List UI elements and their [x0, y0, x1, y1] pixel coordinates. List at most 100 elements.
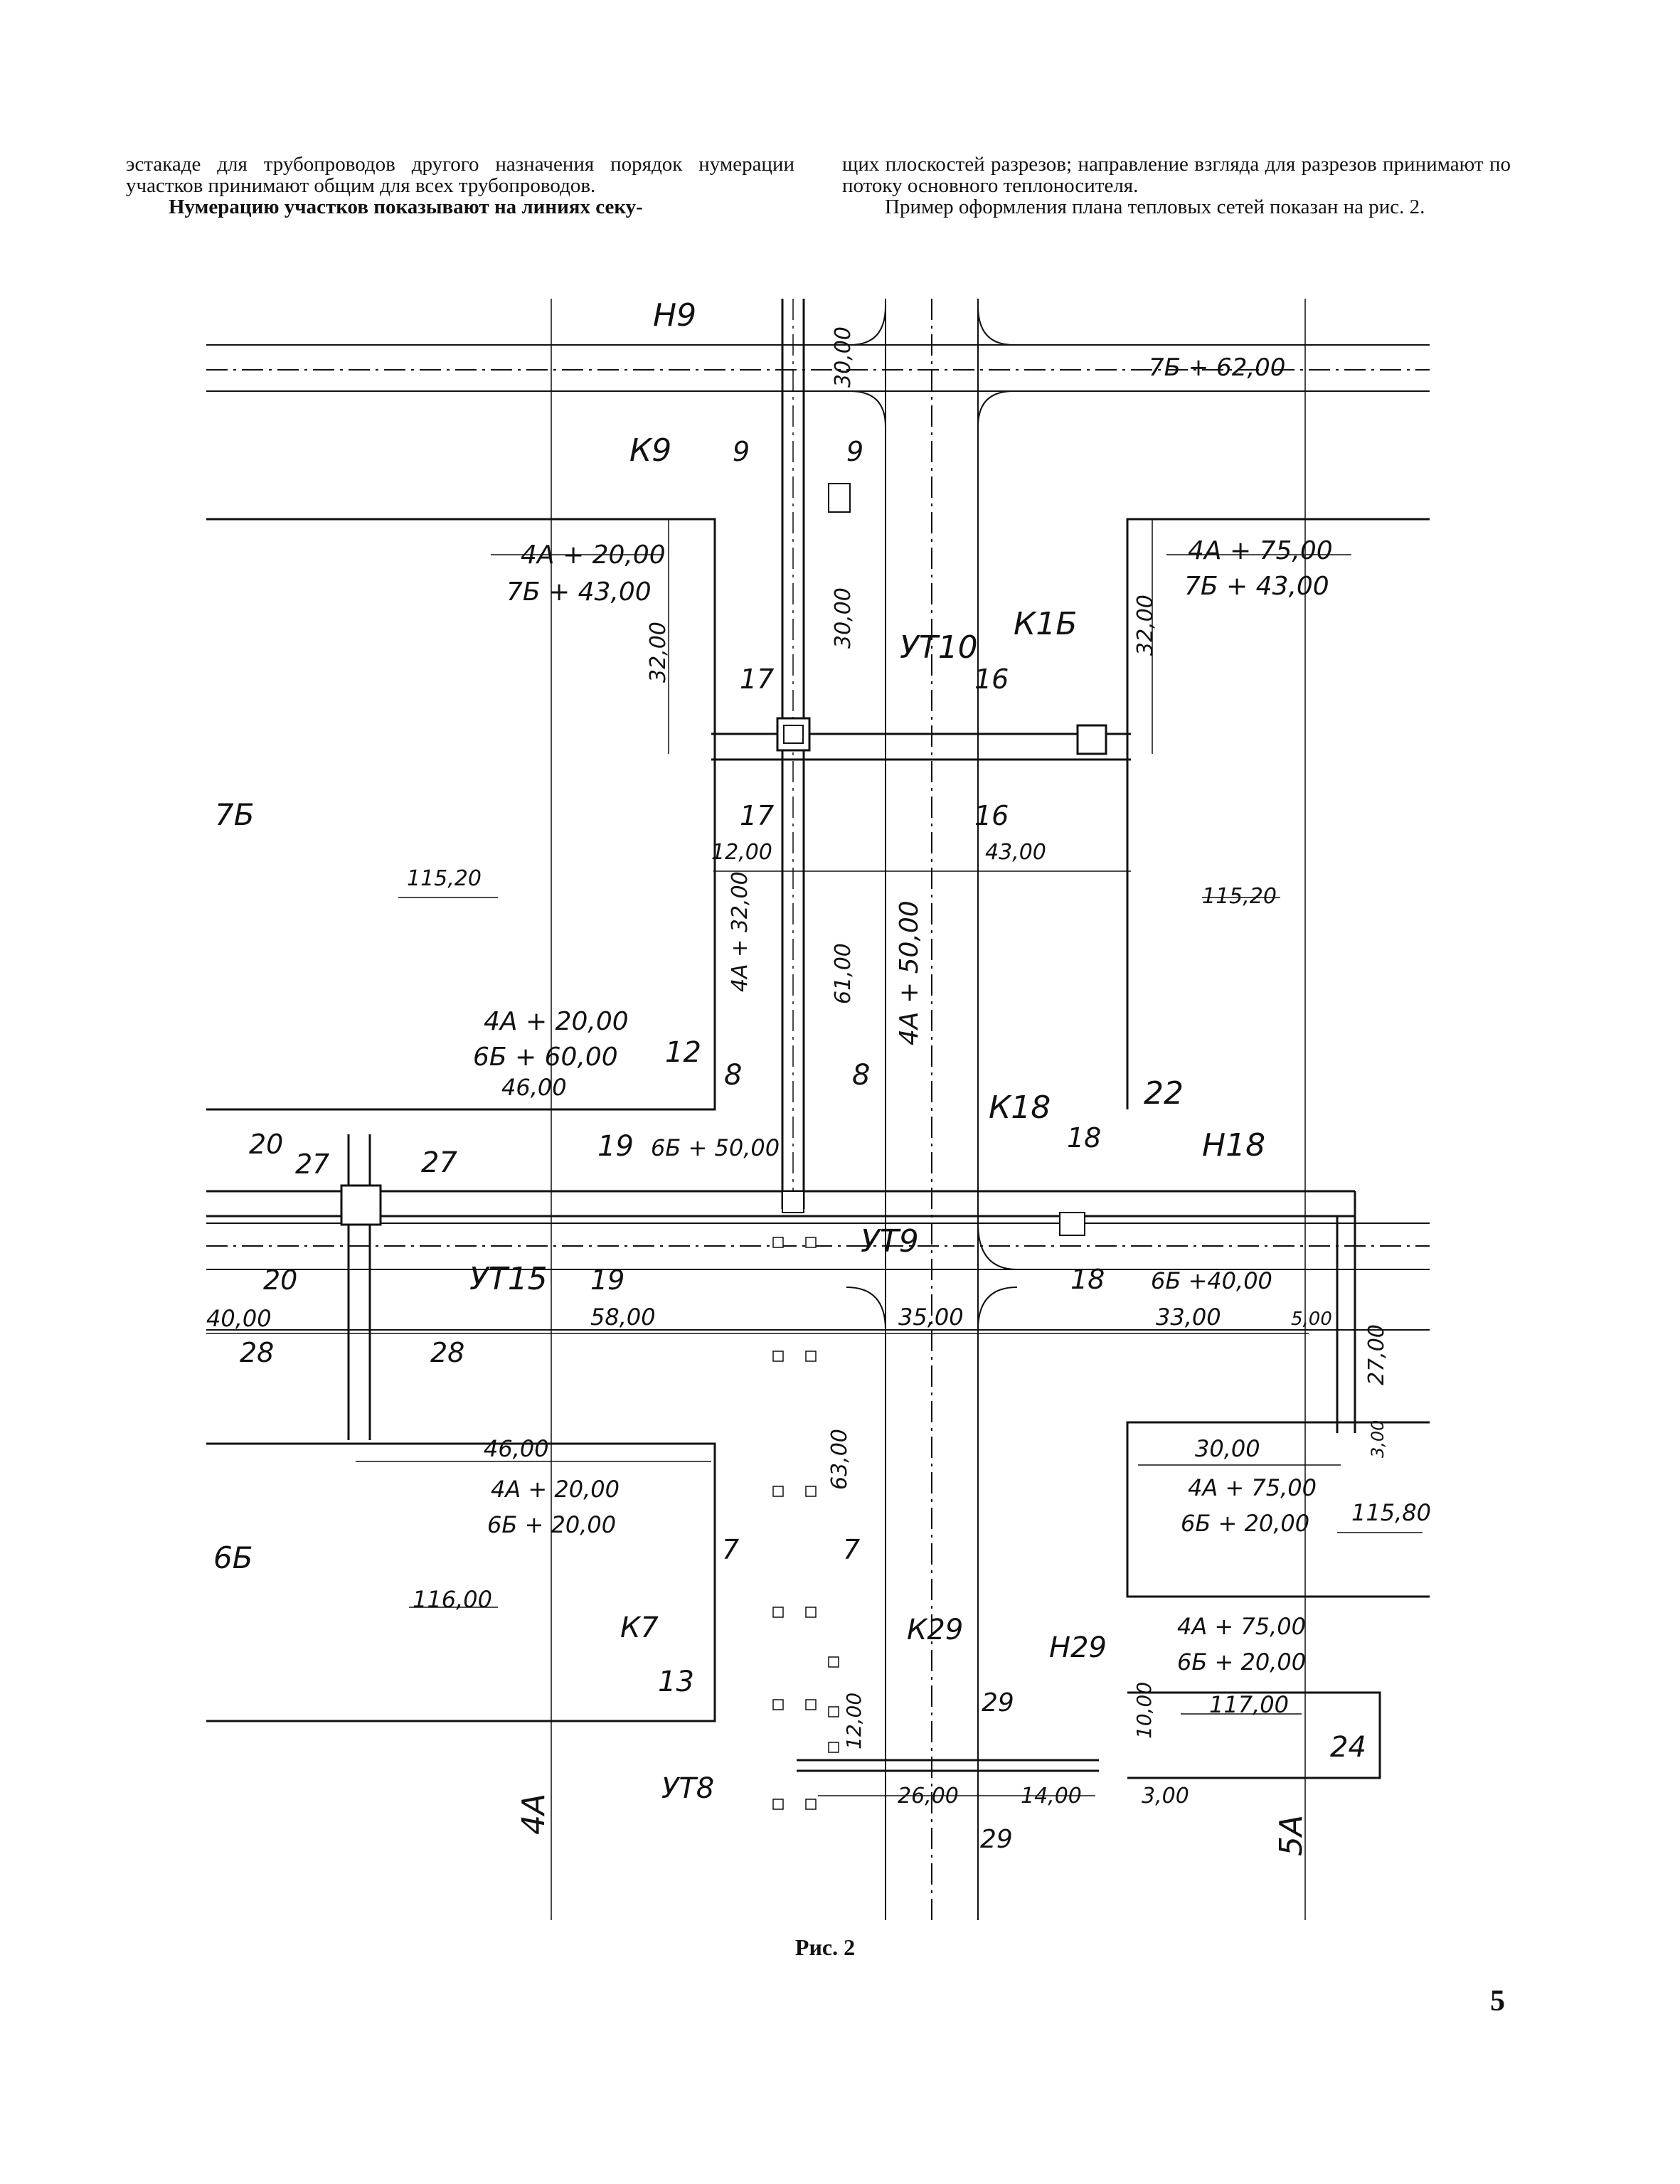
chamber-k18 [1059, 1212, 1085, 1236]
drawing-label: 33,00 [1156, 1304, 1221, 1331]
drawing-label: 20 [249, 1129, 283, 1160]
drawing-label: 27,00 [1364, 1324, 1389, 1385]
drawing-label: 115,20 [407, 866, 482, 891]
road-curve [977, 305, 1014, 346]
support [828, 1742, 839, 1753]
drawing-label: 18 [1067, 1122, 1101, 1154]
drawing-label: 30,00 [1195, 1435, 1260, 1462]
drawing-label: 40,00 [206, 1305, 272, 1332]
drawing-label: 8 [724, 1059, 742, 1092]
drawing-label: 63,00 [827, 1429, 852, 1490]
road-curve [977, 390, 1014, 427]
drawing-label: 28 [240, 1337, 274, 1368]
drawing-label: 4А [516, 1794, 552, 1835]
drawing-label: Н29 [1049, 1631, 1107, 1664]
road-curve [846, 1287, 886, 1331]
drawing-label: 16 [974, 664, 1009, 695]
drawing-label: 6Б + 20,00 [1177, 1648, 1306, 1676]
drawing-label: 43,00 [985, 840, 1046, 865]
drawing-label: 7Б [215, 797, 255, 832]
support [772, 1799, 784, 1810]
support [772, 1237, 784, 1248]
support [805, 1237, 817, 1248]
drawing-label: 4А + 75,00 [1177, 1613, 1306, 1640]
drawing-label: 32,00 [646, 622, 671, 683]
drawing-label: К29 [907, 1614, 963, 1646]
text-column-right: щих плоскостей разрезов; направление взг… [842, 154, 1511, 218]
support [805, 1351, 817, 1362]
drawing-label: 35,00 [898, 1304, 964, 1331]
drawing-label: 18 [1070, 1264, 1105, 1295]
drawing-label: 5А [1273, 1815, 1309, 1856]
drawing-label: 17 [740, 800, 774, 831]
support [772, 1607, 784, 1618]
drawing-label: 10,00 [1132, 1682, 1156, 1739]
drawing-label: 6Б + 60,00 [473, 1043, 618, 1072]
chamber-k16 [1076, 724, 1107, 755]
drawing-label: К9 [629, 432, 671, 469]
drawing-label: 4А + 32,00 [728, 871, 753, 992]
block-outline [1126, 1421, 1430, 1598]
drawing-label: 6Б [213, 1540, 253, 1575]
paragraph: эстакаде для трубопроводов другого назна… [126, 153, 794, 197]
drawing-label: 22 [1144, 1075, 1184, 1112]
drawing-label: 7 [843, 1534, 860, 1565]
paragraph: Пример оформления плана тепловых сетей п… [885, 196, 1425, 218]
block-outline [1126, 518, 1430, 1109]
drawing-label: 3,00 [1368, 1420, 1388, 1458]
drawing-label: 7Б + 62,00 [1149, 353, 1285, 382]
drawing-label: 20 [263, 1264, 297, 1296]
drawing-label: УТ15 [469, 1261, 548, 1297]
drawing-label: 13 [658, 1666, 694, 1698]
drawing-label: УТ10 [900, 629, 978, 666]
drawing-label: 7Б + 43,00 [506, 577, 652, 607]
drawing-label: 26,00 [898, 1784, 959, 1809]
drawing-label: 116,00 [413, 1586, 492, 1613]
drawing-label: 4А + 75,00 [1188, 536, 1333, 565]
support [772, 1351, 784, 1362]
drawing-label: 24 [1330, 1731, 1366, 1764]
drawing-label: К18 [989, 1090, 1051, 1126]
drawing-label: УТ9 [861, 1223, 919, 1259]
drawing-label: 19 [590, 1264, 624, 1296]
drawing-label: 4А + 50,00 [895, 900, 924, 1045]
drawing-label: Н18 [1202, 1127, 1265, 1163]
drawing-label: 30,00 [831, 587, 856, 649]
chamber-ut9 [782, 1190, 804, 1213]
drawing-label: К1Б [1014, 606, 1077, 642]
drawing-label: 7 [722, 1534, 739, 1565]
drawing-label: 16 [974, 800, 1009, 831]
drawing-label: 29 [982, 1688, 1014, 1717]
drawing-label: К7 [620, 1612, 659, 1644]
drawing-label: 32,00 [1133, 595, 1158, 656]
block-outline [206, 1442, 716, 1722]
drawing-label: Н9 [653, 297, 696, 334]
drawing-label: 17 [740, 664, 774, 695]
chamber-k9 [828, 483, 851, 513]
drawing-label: 12 [665, 1036, 701, 1069]
drawing-label: 4А + 20,00 [521, 540, 666, 570]
drawing-label: 61,00 [831, 943, 856, 1004]
drawing-label: 12,00 [842, 1693, 866, 1749]
support [772, 1699, 784, 1710]
paragraph: Нумерацию участков показывают на линиях … [169, 196, 643, 218]
drawing-label: 115,80 [1351, 1499, 1431, 1526]
text-column-left: эстакаде для трубопроводов другого назна… [126, 154, 794, 218]
drawing-label: 3,00 [1142, 1784, 1189, 1809]
drawing-label: 5,00 [1291, 1309, 1332, 1330]
road-curve [977, 1222, 1018, 1270]
drawing-label: 6Б + 50,00 [651, 1134, 780, 1161]
chamber-ut15 [340, 1184, 382, 1226]
drawing-label: 6Б + 20,00 [487, 1511, 616, 1538]
drawing-label: 46,00 [484, 1435, 549, 1462]
support [828, 1706, 839, 1717]
drawing-label: 12,00 [711, 840, 772, 865]
drawing-label: 27 [295, 1149, 329, 1180]
drawing-label: 9 [733, 436, 750, 467]
drawing-label: 27 [421, 1146, 457, 1179]
road-curve [849, 305, 886, 346]
drawing-label: 29 [980, 1825, 1013, 1854]
drawing-label: УТ8 [661, 1772, 714, 1805]
